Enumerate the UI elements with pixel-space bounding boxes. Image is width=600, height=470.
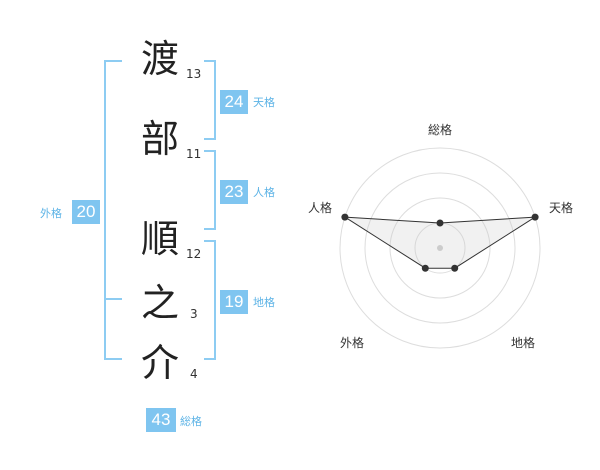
radar-point-4 (421, 264, 429, 272)
gaikaku-label: 外格 (40, 207, 62, 220)
radar-grid-ring (339, 147, 541, 349)
axis-label-tenkaku: 天格 (549, 201, 574, 215)
axis-label-gaikaku: 外格 (340, 336, 365, 350)
stroke-count-4: 3 (190, 307, 198, 321)
stroke-count-1: 13 (186, 67, 202, 81)
stroke-count-3: 12 (186, 247, 202, 261)
name-char-2: 部 (140, 117, 179, 161)
radar-series-polygon (344, 216, 536, 269)
name-char-5: 介 (140, 341, 179, 385)
tenkaku-label: 天格 (253, 96, 275, 109)
gaikaku-badge: 20 (72, 200, 100, 224)
jinkaku-bracket (204, 150, 216, 230)
axis-label-jinkaku: 人格 (308, 201, 333, 215)
radar-center-dot (437, 245, 443, 251)
axis-label-chikaku: 地格 (511, 336, 536, 350)
stroke-count-2: 11 (186, 147, 202, 161)
gaikaku-bracket (104, 60, 122, 360)
radar-grid-ring (389, 197, 491, 299)
chikaku-bracket (204, 240, 216, 360)
name-char-3: 順 (140, 217, 179, 261)
radar-point-2 (531, 213, 539, 221)
soukaku-badge: 43 (146, 408, 176, 432)
name-char-4: 之 (140, 281, 179, 325)
name-char-1: 渡 (140, 37, 179, 81)
stroke-count-5: 4 (190, 367, 198, 381)
tenkaku-bracket (204, 60, 216, 140)
soukaku-label: 総格 (180, 415, 202, 428)
chikaku-label: 地格 (253, 296, 275, 309)
radar-point-3 (451, 264, 459, 272)
radar-grid-ring (364, 172, 516, 324)
radar-point-5 (341, 213, 349, 221)
chikaku-badge: 19 (220, 290, 248, 314)
gaikaku-bracket-tick (104, 298, 122, 300)
axis-label-soukaku: 総格 (428, 123, 453, 137)
radar-point-1 (436, 219, 444, 227)
tenkaku-badge: 24 (220, 90, 248, 114)
jinkaku-label: 人格 (253, 186, 275, 199)
jinkaku-badge: 23 (220, 180, 248, 204)
